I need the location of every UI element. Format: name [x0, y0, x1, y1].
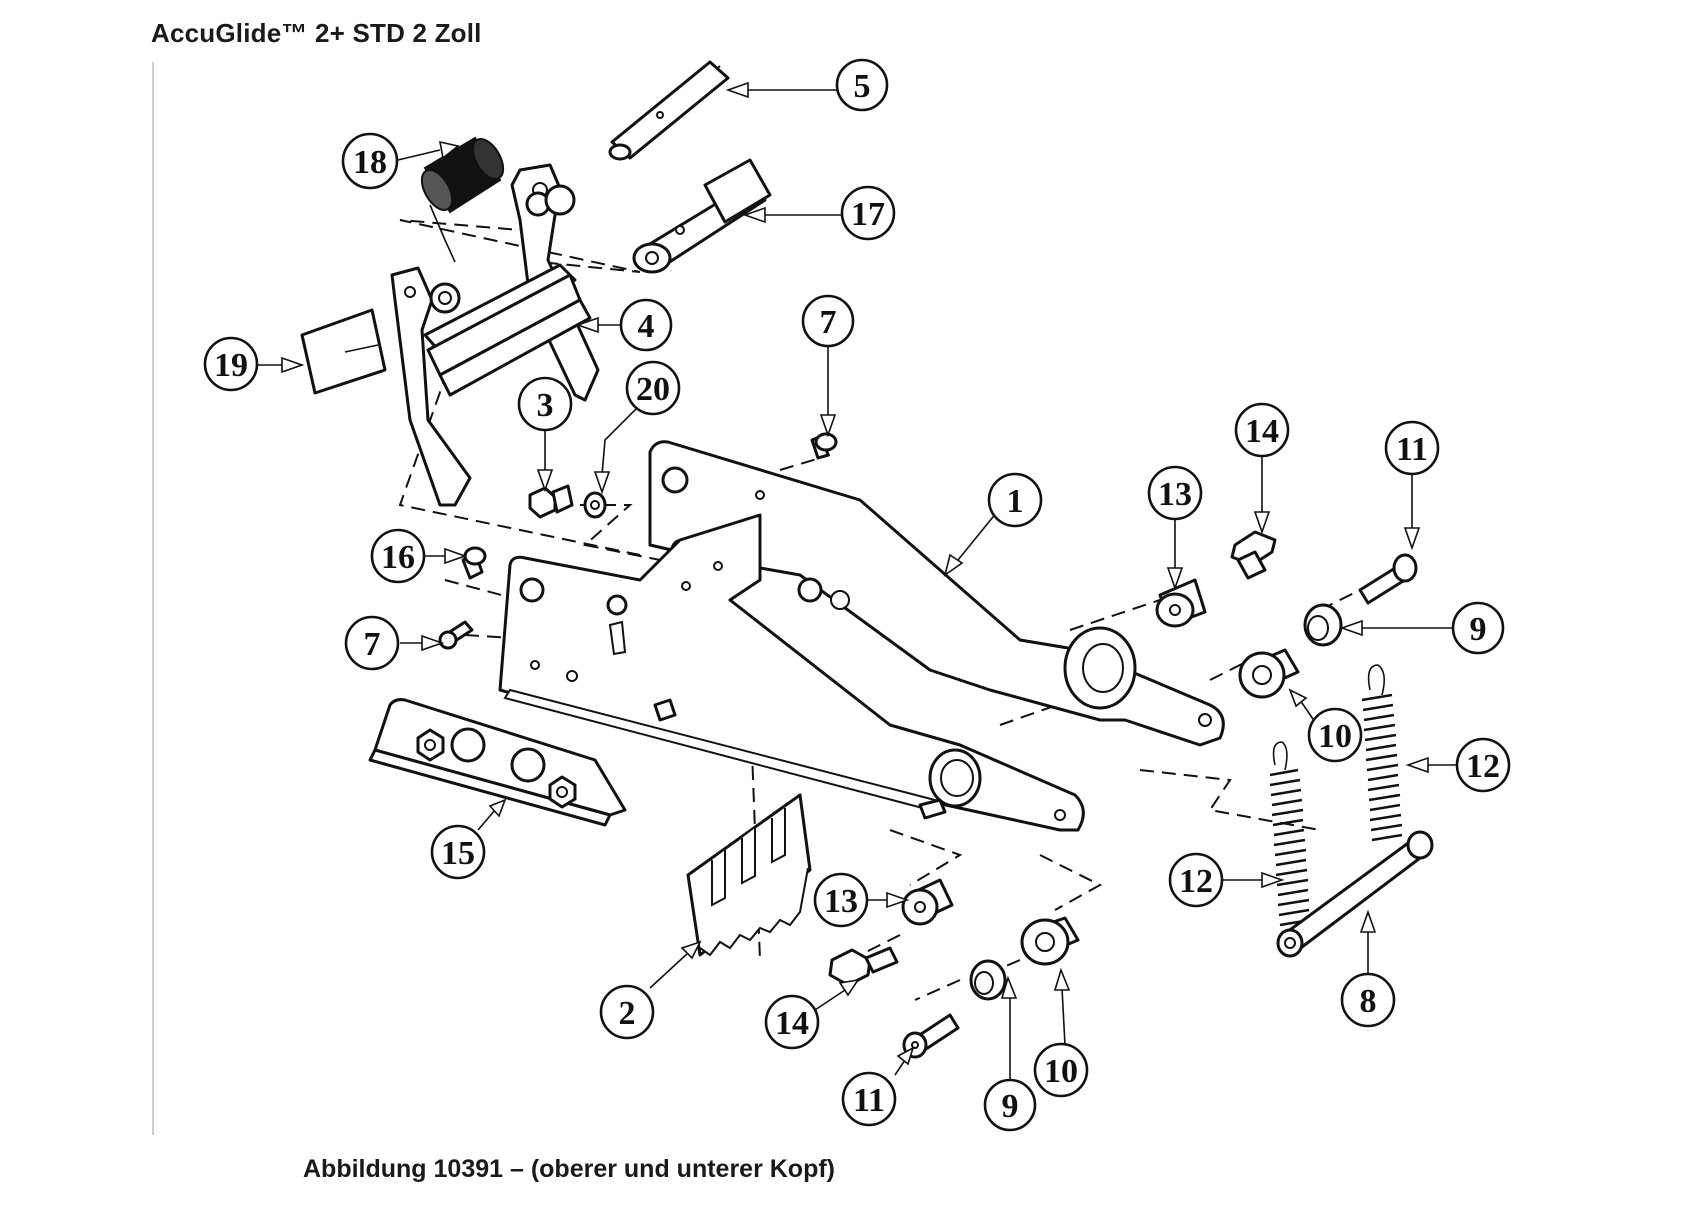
svg-text:4: 4 [638, 308, 655, 345]
svg-text:5: 5 [854, 68, 871, 105]
callout-10-lower: 10 [1033, 1042, 1089, 1098]
svg-text:18: 18 [353, 144, 387, 181]
bushing-9-lower [969, 959, 1007, 1001]
svg-text:9: 9 [1470, 611, 1487, 648]
page-title: AccuGlide™ 2+ STD 2 Zoll [151, 18, 482, 48]
svg-text:1: 1 [1007, 483, 1024, 520]
svg-text:8: 8 [1360, 983, 1377, 1020]
svg-text:12: 12 [1466, 748, 1500, 785]
part-17-pin [632, 158, 772, 274]
callout-14-upper: 14 [1234, 402, 1290, 458]
nut-left [416, 728, 445, 762]
spacer-13-lower [901, 878, 954, 926]
callout-13-upper: 13 [1147, 465, 1203, 521]
spacer-10-lower [1020, 916, 1080, 966]
callout-16: 16 [370, 528, 426, 584]
callout-14-lower: 14 [764, 994, 820, 1050]
svg-text:17: 17 [851, 196, 885, 233]
svg-text:19: 19 [214, 347, 248, 384]
part-15-guard-bracket [368, 698, 627, 827]
svg-text:13: 13 [1158, 476, 1192, 513]
callout-8: 8 [1340, 972, 1396, 1028]
callout-3: 3 [517, 376, 573, 432]
figure-caption: Abbildung 10391 – (oberer und unterer Ko… [303, 1155, 835, 1183]
svg-text:11: 11 [853, 1082, 885, 1119]
callout-7-lower: 7 [344, 615, 400, 671]
fastener-14-upper-bolt [1230, 530, 1277, 580]
svg-text:20: 20 [636, 371, 670, 408]
svg-text:7: 7 [820, 304, 837, 341]
callout-11-upper: 11 [1384, 420, 1440, 476]
svg-text:11: 11 [1396, 431, 1428, 468]
callout-9-lower: 9 [983, 1078, 1037, 1132]
callout-5: 5 [835, 58, 889, 112]
svg-text:12: 12 [1179, 863, 1213, 900]
callout-18: 18 [341, 132, 399, 190]
svg-text:15: 15 [441, 835, 475, 872]
svg-text:16: 16 [381, 539, 415, 576]
fastener-14-lower-bolt [828, 946, 899, 987]
svg-text:3: 3 [537, 387, 554, 424]
part-18-coil-spring [420, 136, 505, 263]
part-12-tension-springs [1269, 664, 1403, 927]
svg-text:10: 10 [1318, 718, 1352, 755]
callout-17: 17 [840, 185, 896, 241]
part-8-rod [1276, 830, 1434, 958]
part-19-label [300, 308, 387, 395]
margin-rule [152, 62, 154, 1135]
part-4-roller-arm [390, 163, 600, 507]
part-lower-side-plate [498, 513, 1085, 832]
part-2-cutter-blade [686, 793, 812, 957]
callout-1: 1 [987, 472, 1043, 528]
fastener-11-upper-screw [1358, 553, 1418, 605]
callout-12-right: 12 [1455, 737, 1511, 793]
svg-text:14: 14 [1245, 413, 1279, 450]
svg-text:10: 10 [1044, 1053, 1078, 1090]
callout-4: 4 [619, 298, 673, 352]
fastener-20-washer [583, 491, 607, 519]
fastener-3-screw [528, 484, 574, 519]
callout-15: 15 [430, 824, 486, 880]
callout-9-upper: 9 [1451, 601, 1505, 655]
fastener-11-lower-screw [902, 1013, 960, 1059]
callout-19: 19 [203, 336, 259, 392]
leader-arrows [257, 81, 1480, 1080]
bushing-9-upper [1303, 603, 1343, 647]
callout-7-upper: 7 [801, 294, 855, 348]
callout-12-left: 12 [1168, 852, 1224, 908]
callout-2: 2 [599, 984, 655, 1040]
svg-text:14: 14 [775, 1005, 809, 1042]
svg-text:13: 13 [824, 883, 858, 920]
svg-text:7: 7 [364, 626, 381, 663]
svg-text:9: 9 [1002, 1088, 1019, 1125]
spacer-10-upper [1238, 648, 1300, 699]
callout-10-upper: 10 [1307, 707, 1363, 763]
callout-13-lower: 13 [813, 872, 869, 928]
fastener-16-screw [461, 546, 487, 580]
part-5-shaft [608, 60, 730, 161]
callout-20: 20 [625, 360, 681, 416]
callout-11-lower: 11 [841, 1071, 897, 1127]
spacer-13-upper [1155, 578, 1207, 628]
fastener-7-upper-screw [810, 432, 838, 460]
fastener-7-lower-screw [438, 620, 474, 650]
svg-text:2: 2 [619, 995, 636, 1032]
nut-right [548, 775, 577, 809]
